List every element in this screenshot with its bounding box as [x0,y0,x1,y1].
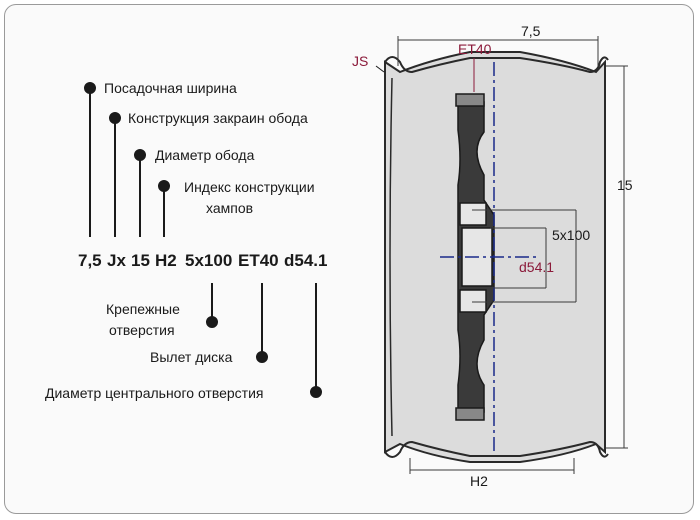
stud-top [455,93,485,107]
center-bore-dot [310,386,322,398]
dim-pcd: 5x100 [552,227,590,243]
dim-height: 15 [617,177,633,193]
offset-dot [256,351,268,363]
dim-js: JS [352,53,368,69]
rim-diameter-dot [134,149,146,161]
center-bore-label: Диаметр центрального отверстия [45,385,264,401]
code-et: ET40 [238,251,279,270]
code-flange: Jx [107,251,126,270]
wheel-cross-section [384,51,609,463]
code-hump: H2 [155,251,177,270]
seat-width-dot [84,82,96,94]
bolts-dot [206,316,218,328]
code-diameter: 15 [131,251,150,270]
rim-inner-line [389,77,393,437]
rim-bottom-flange [384,440,609,458]
dim-h2: H2 [470,473,488,489]
code-dia: d54.1 [284,251,327,270]
dimension-lines [375,36,628,474]
offset-label: Вылет диска [150,349,233,365]
hump-label-line2: хампов [206,200,253,216]
dim-et: ET40 [458,41,492,57]
seat-width-label: Посадочная ширина [104,80,237,96]
wheel-code: 7,5 Jx 15 H2 5x100 ET40 d54.1 [78,251,327,270]
bolt-hole-top [459,202,487,226]
dim-bore: d54.1 [519,259,554,275]
bolts-label-line2: отверстия [109,322,175,338]
rim-diameter-label: Диаметр обода [155,147,255,163]
stud-bottom [455,407,485,421]
hump-label-line1: Индекс конструкции [184,179,315,195]
bolts-label-line1: Крепежные [106,301,180,317]
code-width: 7,5 [78,251,102,270]
flange-label: Конструкция закраин обода [128,110,308,126]
flange-dot [109,112,121,124]
annotation-lines [84,82,322,398]
bolt-hole-bottom [459,289,487,313]
rim-top-flange [384,56,609,74]
code-pcd: 5x100 [185,251,232,270]
dim-top-width: 7,5 [521,23,541,39]
hump-dot [158,180,170,192]
